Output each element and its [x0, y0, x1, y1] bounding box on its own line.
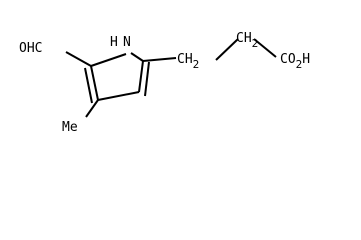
bond-n-c2 — [90, 53, 127, 67]
carboxylic-acid-label: CO2H — [280, 52, 310, 71]
formyl-group-label: OHC — [19, 41, 42, 56]
chemical-structure-diagram: H N OHC CH2 CH2 CO2H Me — [19, 31, 310, 135]
methylene-2-label: CH2 — [236, 31, 258, 50]
nh-hydrogen-label: H — [110, 35, 118, 50]
bond-ch2-ch2 — [215, 38, 239, 61]
bond-c2-c3-inner — [84, 67, 93, 104]
bond-c4-c5 — [138, 60, 144, 93]
bond-c5-n — [130, 52, 144, 62]
bond-c2-cho — [65, 51, 92, 67]
bond-ch2-co2h — [253, 38, 277, 58]
methylene-1-label: CH2 — [177, 52, 199, 71]
bond-c2-c3 — [90, 65, 99, 101]
nitrogen-label: N — [123, 35, 131, 50]
bond-c3-methyl — [85, 99, 99, 118]
methyl-group-label: Me — [62, 120, 78, 135]
bond-c3-c4 — [97, 91, 140, 101]
bond-c5-ch2 — [142, 57, 177, 62]
bond-c4-c5-inner — [144, 61, 150, 97]
